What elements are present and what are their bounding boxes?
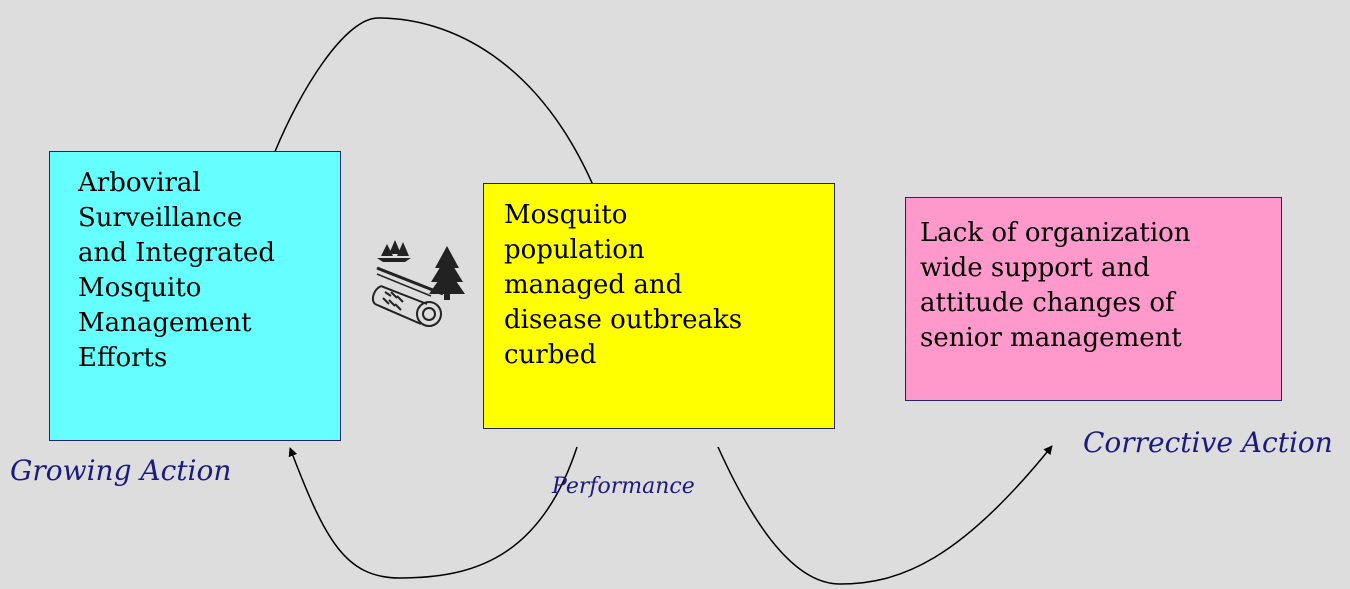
arrow-performance-to-corrective <box>718 446 1052 584</box>
performance-label: Performance <box>552 474 695 499</box>
growing-action-box: Arboviral Surveillance and Integrated Mo… <box>49 151 341 441</box>
arrow-performance-to-growing <box>290 447 577 578</box>
trees-and-log-icon <box>371 226 467 332</box>
corrective-action-box: Lack of organization wide support and at… <box>905 197 1282 401</box>
growing-action-label: Growing Action <box>10 454 231 487</box>
performance-box: Mosquito population managed and disease … <box>483 183 835 429</box>
corrective-action-label: Corrective Action <box>1083 426 1333 459</box>
